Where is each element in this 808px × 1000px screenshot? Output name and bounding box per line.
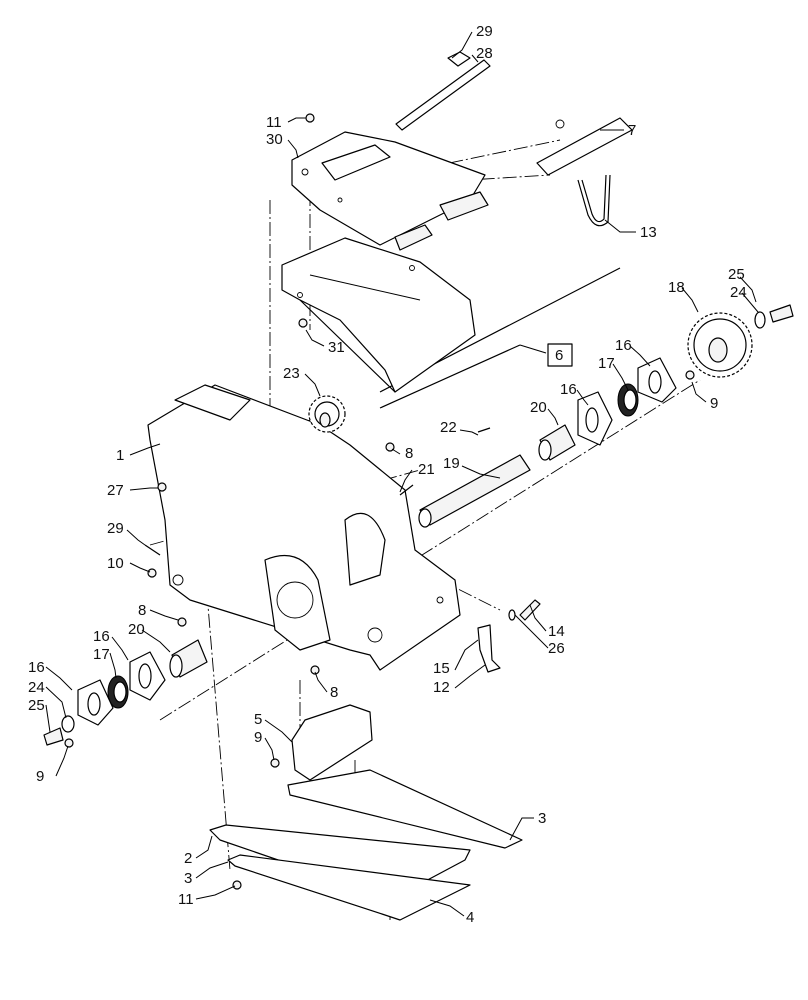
callout-3-right: 3 (538, 810, 546, 827)
callout-31: 31 (328, 339, 345, 356)
callout-19: 19 (443, 455, 460, 472)
callout-20-left: 20 (128, 621, 145, 638)
callout-25-right: 25 (728, 266, 745, 283)
callout-9-left: 9 (36, 768, 44, 785)
callout-5: 5 (254, 711, 262, 728)
latch-bolt (508, 599, 541, 621)
callout-16-left-inner: 16 (93, 628, 110, 645)
bearing-right (617, 383, 639, 417)
curved-hood-shield (281, 237, 476, 393)
top-shield-plate (291, 131, 489, 251)
callout-16-right-inner: 16 (560, 381, 577, 398)
callout-9-mid: 9 (254, 729, 262, 746)
callout-1: 1 (116, 447, 124, 464)
callout-29-left: 29 (107, 520, 124, 537)
callout-numbers: 29 28 11 30 7 13 25 24 18 6 31 16 17 9 2… (28, 23, 747, 926)
rod (395, 51, 491, 131)
callout-21: 21 (418, 461, 435, 478)
bearing-flange-right-inner (577, 391, 613, 446)
drive-shaft (418, 454, 531, 528)
wear-strip-upper (287, 769, 523, 849)
angle-bar (536, 117, 633, 176)
wear-strip-lower (227, 854, 471, 921)
callout-11-top: 11 (266, 114, 282, 131)
bearing-flange-left-inner (129, 651, 166, 701)
bearing-flange-right-outer (637, 357, 677, 403)
callout-14: 14 (548, 623, 565, 640)
main-frame (147, 384, 461, 671)
latch-arm (477, 624, 501, 673)
callout-23: 23 (283, 365, 300, 382)
callout-29-top: 29 (476, 23, 493, 40)
bottom-bracket (291, 704, 373, 781)
callout-20-right: 20 (530, 399, 547, 416)
callout-11-bottom: 11 (178, 891, 194, 908)
leader-lines (45, 31, 759, 917)
u-bolt (577, 174, 611, 227)
small-hardware (64, 113, 695, 890)
bolt-left (43, 727, 64, 746)
callout-18: 18 (668, 279, 685, 296)
callout-3-left: 3 (184, 870, 192, 887)
callout-24-left: 24 (28, 679, 45, 696)
callout-8-lower: 8 (330, 684, 338, 701)
callout-16-left-outer: 16 (28, 659, 45, 676)
callout-6: 6 (555, 347, 563, 364)
callout-16-right-outer: 16 (615, 337, 632, 354)
large-sprocket (687, 312, 753, 378)
spacer-bushing-right (538, 424, 576, 461)
bearing-left (107, 675, 129, 709)
callout-17-left: 17 (93, 646, 110, 663)
callout-26: 26 (548, 640, 565, 657)
callout-22: 22 (440, 419, 457, 436)
callout-12: 12 (433, 679, 450, 696)
callout-24-right: 24 (730, 284, 747, 301)
callout-8-left: 8 (138, 602, 146, 619)
small-sprocket (308, 395, 346, 433)
callout-8-upper: 8 (405, 445, 413, 462)
bearing-flange-left-outer (77, 679, 114, 726)
washer-right (754, 311, 766, 329)
callout-15: 15 (433, 660, 450, 677)
callout-17-right: 17 (598, 355, 615, 372)
callout-27: 27 (107, 482, 124, 499)
washer-left (61, 715, 75, 733)
callout-13: 13 (640, 224, 657, 241)
callout-30: 30 (266, 131, 283, 148)
callout-7: 7 (628, 122, 636, 139)
callout-25-left: 25 (28, 697, 45, 714)
spacer-bushing-left (169, 639, 208, 678)
callout-9-right: 9 (710, 395, 718, 412)
callout-28: 28 (476, 45, 493, 62)
callout-10: 10 (107, 555, 124, 572)
bolt-right (769, 304, 794, 323)
callout-4: 4 (466, 909, 474, 926)
reference-box-6 (547, 343, 573, 367)
callout-2: 2 (184, 850, 192, 867)
